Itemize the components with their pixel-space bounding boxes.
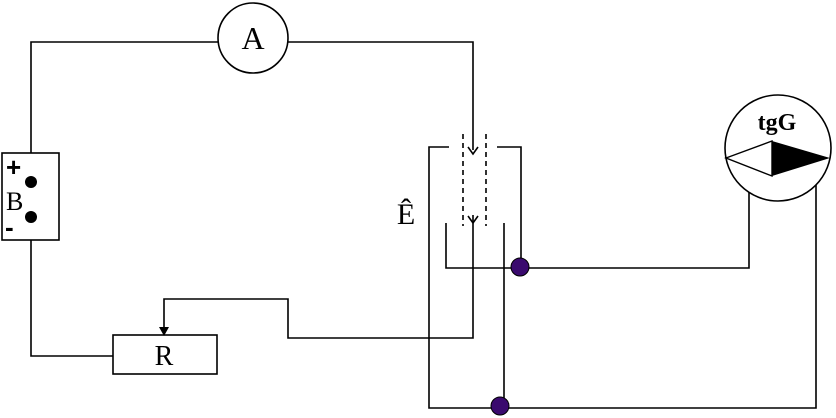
ammeter-circle (217, 2, 289, 74)
junction-dot-upper (510, 257, 530, 277)
wire-rheostat-slider (163, 215, 474, 339)
junction-dot-lower (490, 396, 510, 416)
coil-right-bracket (497, 146, 522, 266)
battery-box (1, 152, 60, 241)
resistor: R (112, 334, 218, 375)
slider-arrow-icon (159, 327, 169, 336)
battery-minus-sign: - (5, 212, 14, 242)
galvanometer-label: tgG (758, 110, 797, 136)
tangent-galvanometer: tgG (724, 94, 832, 202)
battery: + B - (1, 152, 60, 242)
coil-left-bracket (428, 146, 817, 409)
battery-plus-terminal (25, 176, 37, 188)
battery-plus-sign: + (6, 152, 21, 182)
resistor-label: R (155, 341, 174, 372)
needle-right-icon (772, 141, 830, 176)
wire-ammeter-to-coil (288, 41, 474, 150)
battery-minus-terminal (25, 211, 37, 223)
ammeter: A (217, 2, 289, 74)
battery-label: B (6, 187, 23, 216)
coil-arrow-bottom-icon (467, 215, 479, 225)
coil-label: Ê (397, 198, 415, 231)
ammeter-label: A (241, 20, 264, 56)
coil-arrow-top-icon (467, 146, 479, 156)
wire-battery-to-resistor (30, 240, 113, 357)
wire-inner-loop (445, 190, 750, 269)
wire-battery-to-ammeter (30, 41, 218, 155)
resistor-box (112, 334, 218, 375)
